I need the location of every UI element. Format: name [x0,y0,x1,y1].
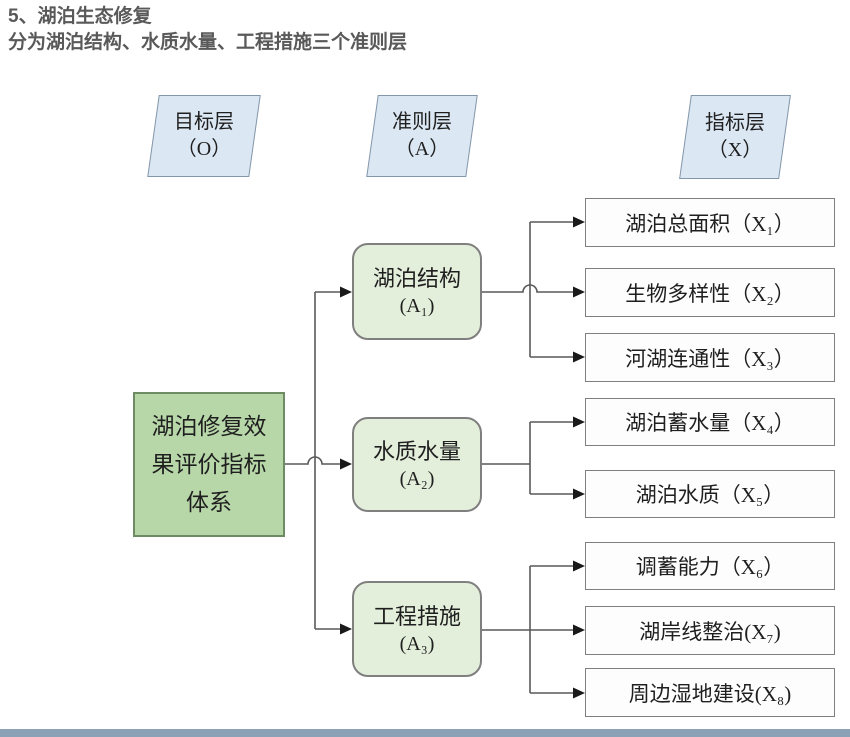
criteria-a3-label: 工程措施 [372,603,461,629]
layer-header-goal: 目标层 （O） [147,95,261,177]
page-title: 5、湖泊生态修复 [8,6,152,27]
criteria-a1-label: 湖泊结构 [372,266,461,291]
layer-header-indicator-label: 指标层 [705,112,765,134]
indicator-box-x7: 湖岸线整治(X₇) [585,606,835,655]
arrowheads [340,216,585,699]
indicator-box-x5: 湖泊水质（X₅） [585,470,835,518]
criteria-box-a2: 水质水量 (A₂) [352,417,482,512]
layer-header-criteria: 准则层 （A） [366,95,478,177]
indicator-box-x1: 湖泊总面积（X₁） [585,198,835,247]
layer-header-goal-code: （O） [176,138,232,160]
page-subtitle: 分为湖泊结构、水质水量、工程措施三个准则层 [8,32,408,53]
goal-box: 湖泊修复效 果评价指标 体系 [133,392,285,537]
layer-header-goal-label: 目标层 [174,111,234,133]
criteria-a2-label: 水质水量 [372,439,461,464]
indicator-box-x4: 湖泊蓄水量（X₄） [585,398,835,446]
indicator-box-x8: 周边湿地建设(X₈) [585,668,835,717]
criteria-box-a1: 湖泊结构 (A₁) [352,243,482,340]
indicator-box-x2: 生物多样性（X₂） [585,268,835,317]
page-header: 5、湖泊生态修复 分为湖泊结构、水质水量、工程措施三个准则层 [8,4,407,56]
criteria-box-a3: 工程措施 (A₃) [352,581,482,677]
layer-header-criteria-label: 准则层 [392,111,452,133]
indicator-box-x3: 河湖连通性（X₃） [585,333,835,382]
indicator-box-x6: 调蓄能力（X₆） [585,542,835,590]
layer-header-criteria-code: （A） [394,138,450,160]
criteria-a2-code: (A₂) [399,468,435,490]
layer-header-indicator: 指标层 （X） [679,95,791,179]
layer-header-indicator-code: （X） [707,139,763,161]
criteria-a3-code: (A₃) [399,632,435,655]
criteria-a1-code: (A₁) [399,295,435,317]
bottom-divider-bar [0,729,850,737]
